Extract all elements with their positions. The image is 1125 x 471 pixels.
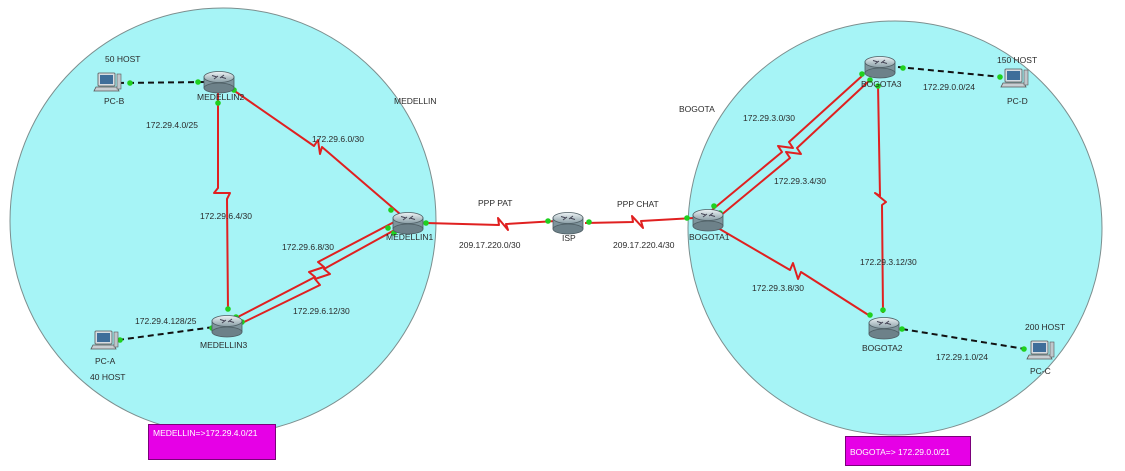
router-label-bogota3: BOGOTA3 (861, 79, 902, 89)
link-medellin1-isp (425, 217, 557, 231)
host-count-pc-d: 150 HOST (997, 55, 1037, 65)
ppp-chat-label: PPP CHAT (617, 199, 659, 209)
link-medellin1-medellin3-a (233, 220, 397, 320)
subnet-label-bogota1-bogota3-b: 172.29.3.4/30 (774, 176, 826, 186)
subnet-label-medellin1-isp: 209.17.220.0/30 (459, 240, 521, 250)
subnet-label-isp-bogota1: 209.17.220.4/30 (613, 240, 675, 250)
bogota-summary-note: BOGOTA=> 172.29.0.0/21 (845, 436, 971, 466)
zone-label-medellin: MEDELLIN (394, 96, 437, 106)
link-isp-bogota1 (584, 215, 695, 229)
router-bogota1[interactable] (692, 209, 724, 232)
pc-label-pc-d: PC-D (1007, 96, 1028, 106)
pc-b[interactable] (93, 72, 122, 92)
subnet-label-bogota3-pcd: 172.29.0.0/24 (923, 82, 975, 92)
link-medellin2-medellin3 (213, 92, 231, 311)
ppp-pat-label: PPP PAT (478, 198, 513, 208)
pc-label-pc-a: PC-A (95, 356, 116, 366)
link-bogota3-pcd (897, 66, 1003, 78)
subnet-label-bogota2-pcc: 172.29.1.0/24 (936, 352, 988, 362)
medellin-summary-note: MEDELLIN=>172.29.4.0/21 (148, 424, 276, 460)
router-medellin2[interactable] (203, 71, 235, 94)
subnet-label-lan-medellin2: 172.29.4.0/25 (146, 120, 198, 130)
host-count-pc-a: 40 HOST (90, 372, 125, 382)
router-bogota2[interactable] (868, 317, 900, 340)
link-bogota2-pcc (901, 328, 1026, 350)
link-bogota1-bogota3-a (711, 75, 863, 211)
bogota-zone (687, 20, 1103, 436)
pc-d[interactable] (1000, 68, 1029, 88)
link-bogota1-bogota3-b (719, 79, 871, 217)
link-bogota3-bogota2 (874, 83, 887, 314)
router-label-medellin2: MEDELLIN2 (197, 92, 245, 102)
link-medellin1-medellin3-b (239, 225, 403, 325)
link-pca-medellin3 (117, 326, 215, 341)
router-medellin3[interactable] (211, 315, 243, 338)
router-bogota3[interactable] (864, 56, 896, 79)
link-bogota1-bogota2 (717, 227, 871, 317)
pc-c[interactable] (1026, 340, 1055, 360)
pc-label-pc-c: PC-C (1030, 366, 1051, 376)
host-count-pc-c: 200 HOST (1025, 322, 1065, 332)
subnet-label-pca-medellin3: 172.29.4.128/25 (135, 316, 197, 326)
router-medellin1[interactable] (392, 212, 424, 235)
router-label-isp: ISP (562, 233, 576, 243)
link-medellin2-medellin1 (225, 84, 401, 215)
subnet-label-bogota1-bogota2: 172.29.3.8/30 (752, 283, 804, 293)
serial-links (213, 75, 887, 325)
subnet-label-medellin1-medellin3-a: 172.29.6.8/30 (282, 242, 334, 252)
subnet-label-medellin2-medellin3: 172.29.6.4/30 (200, 211, 252, 221)
router-label-bogota1: BOGOTA1 (689, 232, 730, 242)
router-label-medellin3: MEDELLIN3 (200, 340, 248, 350)
subnet-label-medellin1-medellin3-b: 172.29.6.12/30 (293, 306, 350, 316)
pc-a[interactable] (90, 330, 119, 350)
subnet-label-bogota1-bogota3-a: 172.29.3.0/30 (743, 113, 795, 123)
subnet-label-medellin2-medellin1: 172.29.6.0/30 (312, 134, 364, 144)
zone-label-bogota: BOGOTA (679, 104, 715, 114)
pc-label-pc-b: PC-B (104, 96, 125, 106)
subnet-label-bogota3-bogota2: 172.29.3.12/30 (860, 257, 917, 267)
router-label-medellin1: MEDELLIN1 (386, 232, 434, 242)
host-count-pc-b: 50 HOST (105, 54, 140, 64)
router-label-bogota2: BOGOTA2 (862, 343, 903, 353)
router-isp[interactable] (552, 212, 584, 235)
